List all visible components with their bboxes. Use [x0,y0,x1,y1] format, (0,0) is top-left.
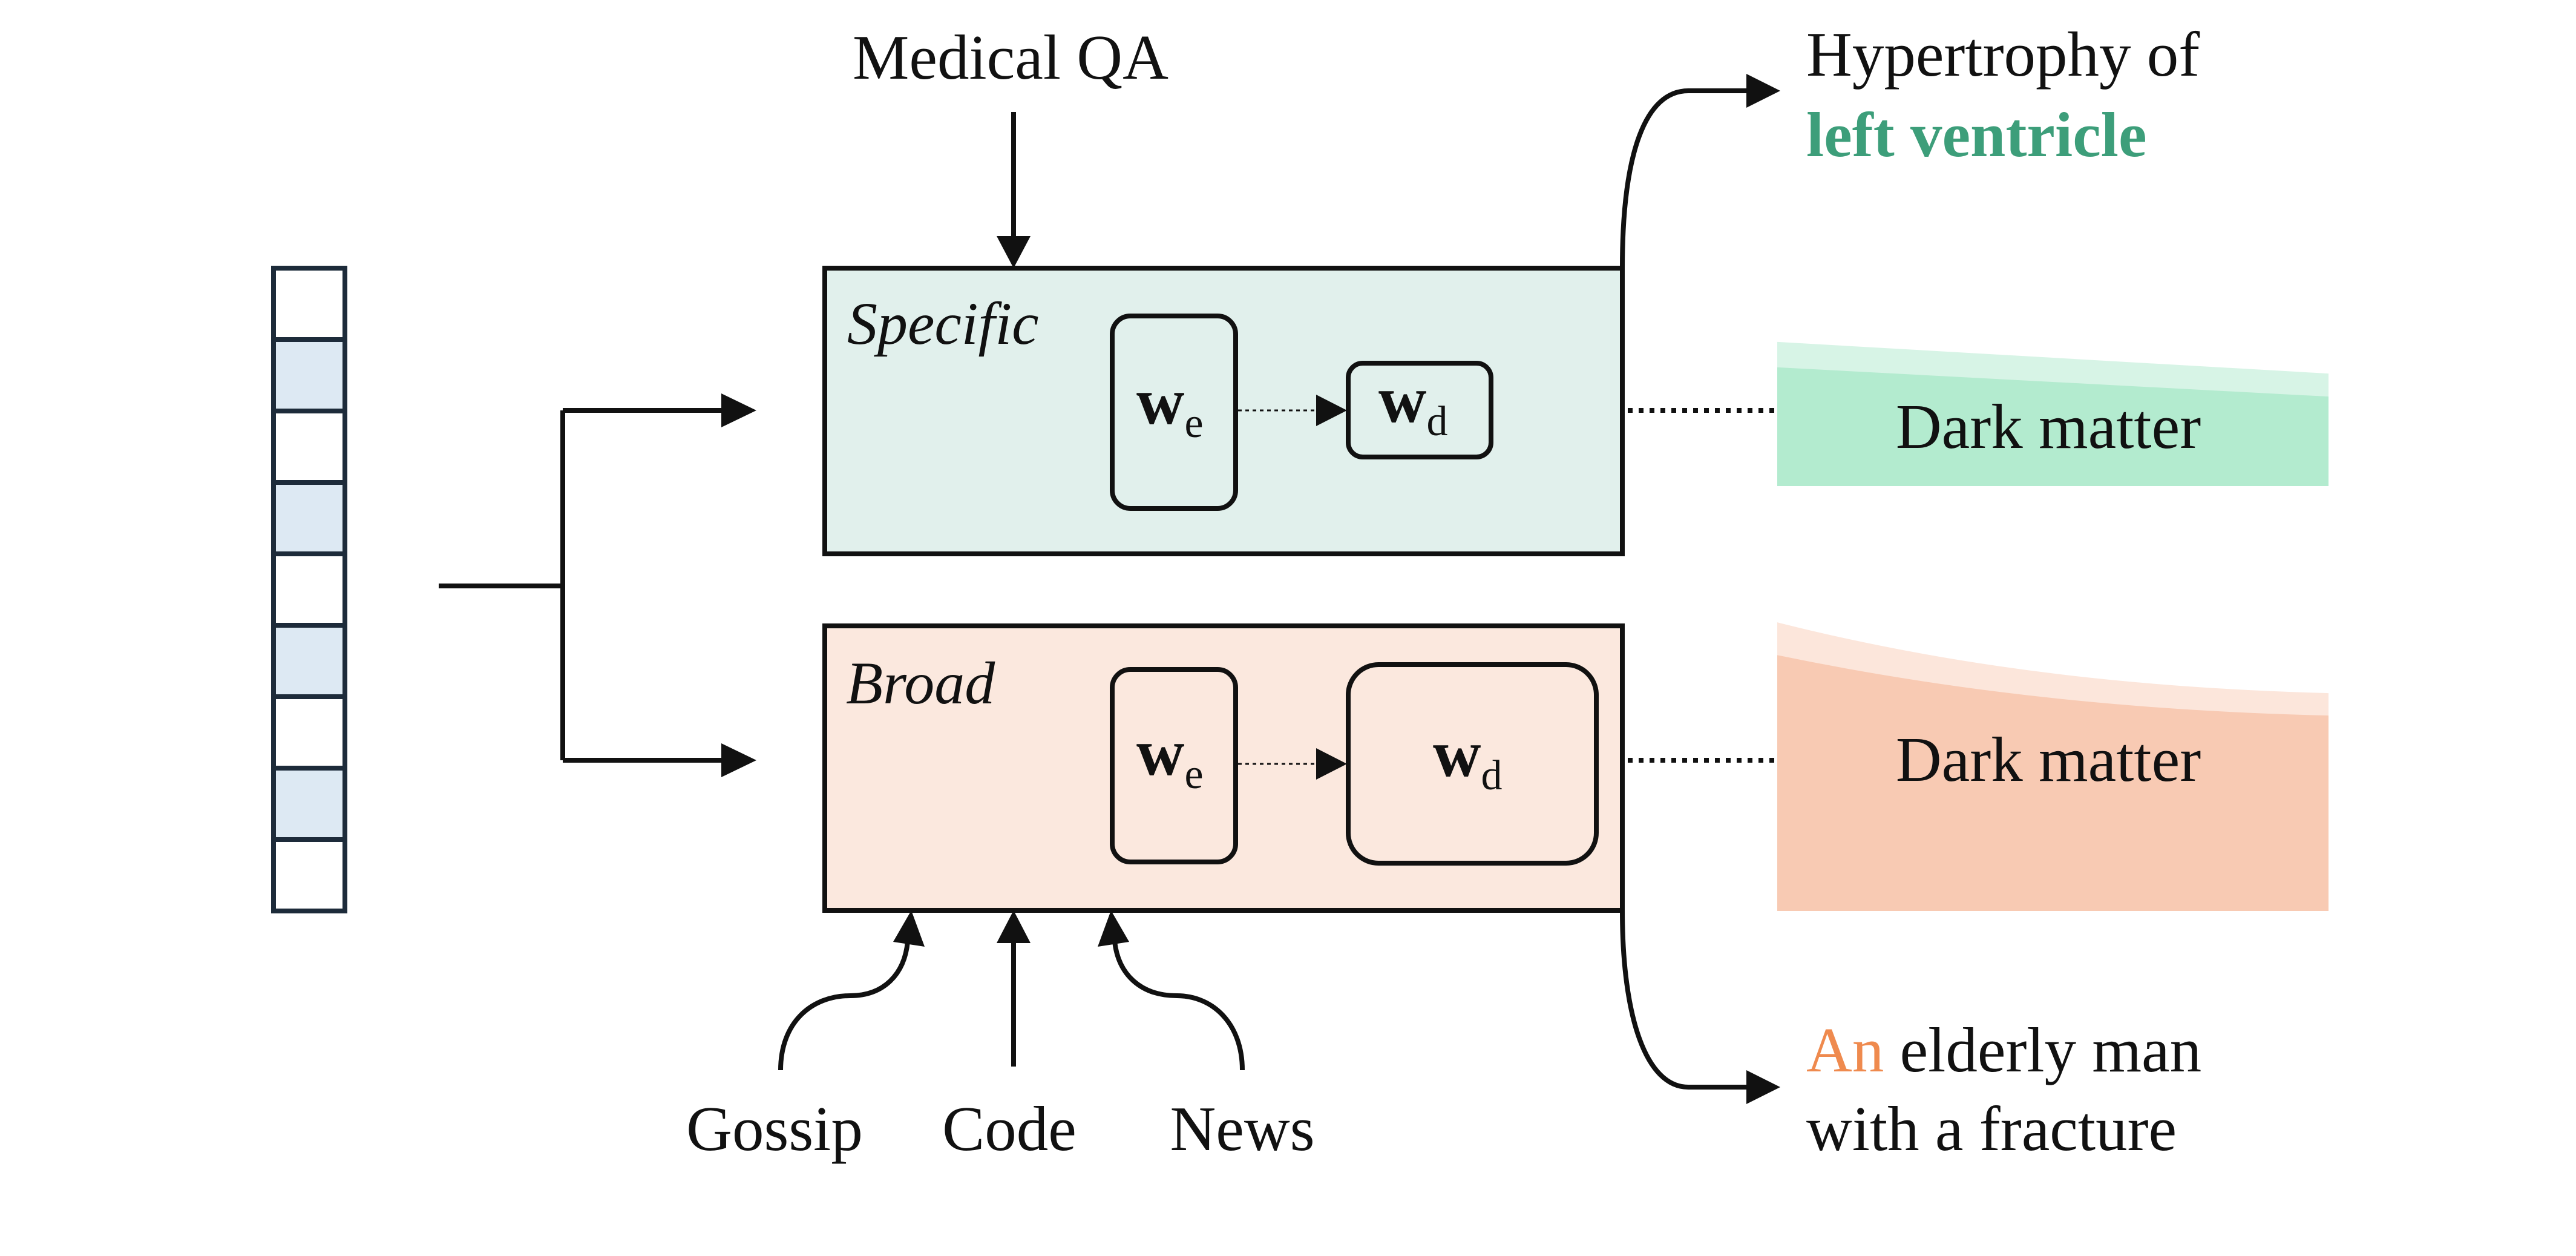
medical-qa-label: Medical QA [853,22,1168,93]
broad-output-line2: with a fracture [1806,1093,2177,1164]
specific-box-title: Specific [847,290,1039,357]
specific-dark-matter-shape [1777,341,2329,486]
specific-output-arrowhead [1746,74,1780,108]
vector-cell [271,337,347,413]
news-label: News [1170,1093,1314,1164]
specific-output-line2: left ventricle [1806,99,2147,170]
broad-encoder-to-decoder-arrowhead [1316,748,1347,780]
input-vector [271,266,347,913]
broad-output-arrow-line [1620,910,1749,1090]
arrowhead-to-broad [721,743,756,777]
vector-cell [271,837,347,913]
news-arrowhead [1098,910,1129,947]
broad-output-line1: An elderly man [1806,1014,2201,1085]
gossip-arrowhead [893,910,925,947]
vector-cell [271,409,347,485]
vector-cell [271,266,347,342]
broad-encoder-box [1110,667,1238,864]
specific-dark-matter-label: Dark matter [1896,391,2201,462]
gossip-arrow-line [778,941,910,1071]
specific-encoder-to-decoder-arrowhead [1316,395,1347,426]
broad-output-arrowhead [1746,1070,1780,1104]
broad-dark-matter-label: Dark matter [1896,724,2201,795]
specific-decoder-box [1346,361,1493,459]
specific-encoder-label: we [1136,364,1204,447]
broad-dark-matter-shape [1777,622,2329,911]
broad-decoder-box [1346,662,1599,866]
code-arrowhead [997,910,1031,943]
arrowhead-to-specific [721,393,756,427]
medical-qa-arrowhead [997,236,1031,268]
broad-box-title: Broad [846,649,995,717]
vector-cell [271,480,347,556]
specific-encoder-box [1110,314,1238,511]
specific-output-arrow-line [1620,88,1749,269]
specific-decoder-label: wd [1378,363,1447,445]
news-arrow-line [1112,941,1245,1071]
split-connector [439,408,726,763]
vector-cell [271,766,347,842]
broad-output-accent-word: An [1806,1014,1884,1085]
vector-cell [271,623,347,699]
broad-decoder-label: wd [1433,717,1502,799]
vector-cell [271,694,347,771]
broad-encoder-label: we [1136,715,1204,798]
code-label: Code [942,1093,1077,1164]
specific-output-line1: Hypertrophy of [1806,19,2200,90]
gossip-label: Gossip [686,1093,863,1164]
vector-cell [271,551,347,628]
